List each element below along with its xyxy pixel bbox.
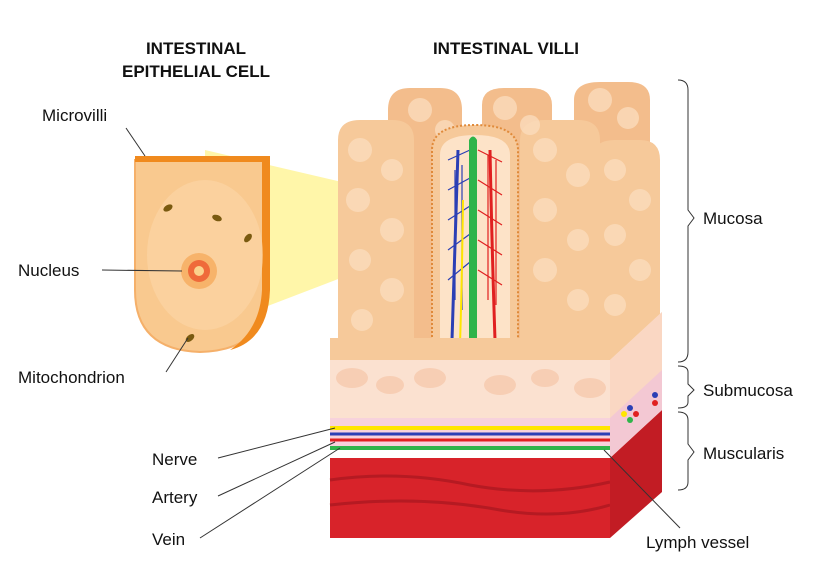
submucosa-texture — [336, 368, 606, 398]
label-vein: Vein — [152, 530, 185, 549]
muscularis-side — [610, 410, 662, 538]
mitochondrion-3 — [244, 233, 252, 243]
label-mitochondrion: Mitochondrion — [18, 368, 125, 387]
villus-cross-section — [431, 123, 519, 346]
title-cell-line2: EPITHELIAL CELL — [122, 62, 270, 81]
lacteal — [469, 136, 477, 340]
villus-artery — [488, 149, 497, 341]
microvilli-border — [135, 156, 270, 162]
epithelial-cell — [134, 156, 270, 354]
leader-microvilli — [125, 127, 146, 157]
title-cell-line1: INTESTINAL — [146, 39, 246, 58]
bracket-muscularis — [677, 411, 695, 491]
leader-mitochondrion — [165, 337, 189, 373]
leader-nerve — [217, 427, 336, 459]
mitochondrion-2 — [212, 214, 222, 222]
label-lymph-vessel: Lymph vessel — [646, 533, 749, 552]
label-mucosa: Mucosa — [703, 209, 763, 228]
title-villi: INTESTINAL VILLI — [433, 39, 579, 58]
vessel-cross-sections — [621, 392, 658, 423]
bracket-mucosa — [677, 79, 695, 363]
label-nerve: Nerve — [152, 450, 197, 469]
muscularis-top — [330, 418, 610, 446]
label-muscularis: Muscularis — [703, 444, 784, 463]
label-microvilli: Microvilli — [42, 106, 107, 125]
mitochondrion-4 — [185, 334, 195, 342]
leader-nucleus — [101, 269, 183, 272]
submucosa-front — [330, 360, 610, 420]
mitochondrion-1 — [163, 204, 173, 212]
mucosa-base — [330, 338, 662, 360]
leader-lymph-vessel — [603, 449, 681, 529]
muscularis-front — [330, 458, 610, 538]
bracket-submucosa — [677, 365, 695, 409]
villus-vein — [450, 149, 460, 341]
nucleus — [181, 253, 217, 289]
villus-nerve — [459, 199, 464, 346]
leader-vein — [199, 447, 341, 539]
label-artery: Artery — [152, 488, 198, 507]
label-nucleus: Nucleus — [18, 261, 79, 280]
leader-artery — [217, 441, 336, 497]
label-submucosa: Submucosa — [703, 381, 793, 400]
